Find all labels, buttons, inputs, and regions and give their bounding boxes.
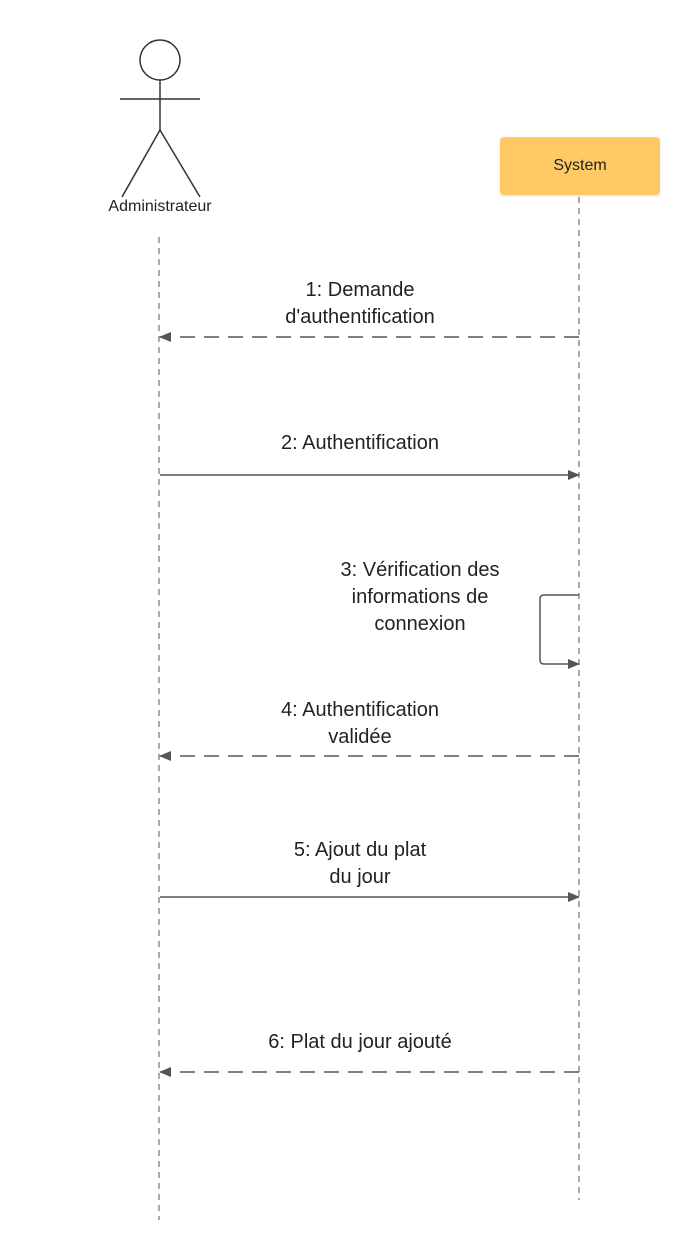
actor-figure xyxy=(120,39,201,198)
actor-label: Administrateur xyxy=(108,198,212,215)
message-2-line-1: 2: Authentification xyxy=(281,432,439,454)
system-participant-box: System xyxy=(500,137,660,195)
message-5-line-1: 5: Ajout du plat xyxy=(293,839,427,861)
message-4-line-1: 4: Authentification xyxy=(281,699,439,721)
message-4-line-2: validée xyxy=(328,726,392,748)
actor-left-leg xyxy=(121,129,161,198)
message-6-label: 6: Plat du jour ajouté xyxy=(200,1029,520,1056)
message-1-label: 1: Demande d'authentification xyxy=(220,277,500,331)
message-4-label: 4: Authentification validée xyxy=(220,697,500,751)
message-3-label: 3: Vérification des informations de conn… xyxy=(300,557,540,638)
message-5-line-2: du jour xyxy=(329,866,391,888)
message-3-line-1: 3: Vérification des xyxy=(340,559,500,581)
message-5-label: 5: Ajout du plat du jour xyxy=(220,837,500,891)
message-3-self-arrow xyxy=(539,594,580,669)
message-2-label: 2: Authentification xyxy=(220,430,500,457)
system-label: System xyxy=(553,157,607,174)
message-6-line-1: 6: Plat du jour ajouté xyxy=(268,1031,452,1053)
message-3-line-2: informations de xyxy=(351,586,489,608)
actor-right-leg xyxy=(159,129,201,198)
message-1-line-1: 1: Demande xyxy=(305,279,415,301)
actor-head xyxy=(139,39,181,81)
message-1-line-2: d'authentification xyxy=(285,306,435,328)
message-3-line-3: connexion xyxy=(374,613,466,635)
